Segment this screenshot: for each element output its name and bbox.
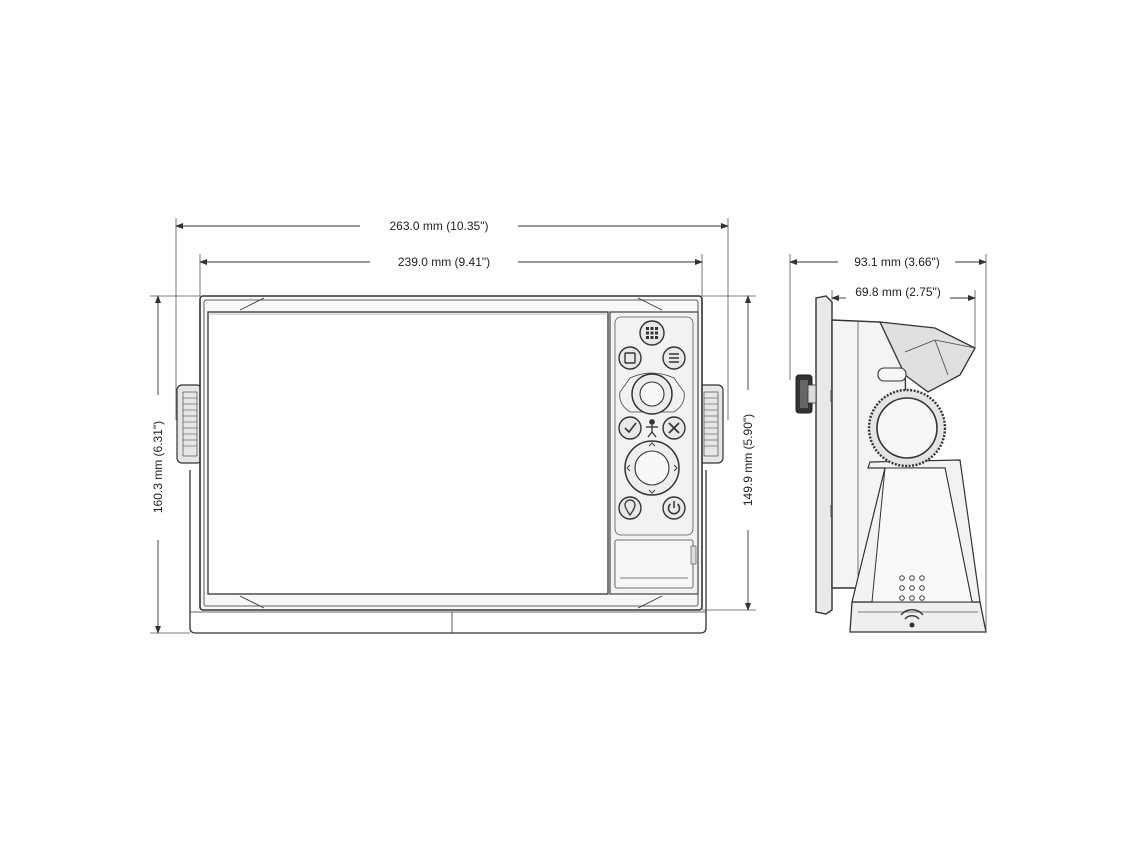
bracket-base: [189, 470, 707, 634]
menu-button[interactable]: [662, 346, 686, 370]
dim-overall-height: 160.3 mm (6.31"): [151, 295, 165, 634]
pages-button[interactable]: [618, 346, 642, 370]
front-view: [176, 295, 724, 634]
pages-icon: [624, 352, 636, 364]
side-connector: [795, 374, 817, 414]
dim-bezel-width-label: 239.0 mm (9.41"): [398, 255, 490, 269]
close-icon: [668, 422, 680, 434]
card-slot-cover: [614, 539, 694, 589]
left-bracket-knob: [176, 384, 203, 464]
right-bracket-knob: [697, 384, 724, 464]
mob-button[interactable]: [646, 419, 658, 438]
side-latch: [877, 367, 907, 382]
dim-bezel-height-label: 149.9 mm (5.90"): [741, 414, 755, 506]
menu-icon: [669, 353, 679, 363]
display-screen: [207, 311, 609, 595]
dim-overall-height-label: 160.3 mm (6.31"): [151, 421, 165, 513]
mob-icon: [646, 419, 658, 438]
directional-keypad[interactable]: [624, 440, 680, 496]
dim-body-depth: 69.8 mm (2.75"): [831, 285, 976, 301]
dim-bezel-height: 149.9 mm (5.90"): [741, 295, 755, 611]
dim-overall-depth-label: 93.1 mm (3.66"): [854, 255, 940, 269]
side-view: [795, 295, 987, 633]
check-button[interactable]: [618, 416, 642, 440]
power-button[interactable]: [662, 496, 686, 520]
waypoint-button[interactable]: [618, 496, 642, 520]
dim-bezel-width: 239.0 mm (9.41"): [199, 255, 703, 269]
dim-overall-width: 263.0 mm (10.35"): [175, 219, 729, 233]
check-icon: [624, 422, 637, 434]
apps-button[interactable]: [639, 320, 665, 346]
side-bezel-plate: [815, 295, 833, 615]
apps-grid-icon: [646, 327, 658, 339]
speaker-grille: [899, 575, 925, 601]
dim-overall-depth: 93.1 mm (3.66"): [789, 255, 987, 269]
power-icon: [667, 501, 681, 515]
dim-overall-width-label: 263.0 mm (10.35"): [390, 219, 489, 233]
side-bracket-knob: [867, 388, 947, 468]
wireless-icon: [900, 609, 924, 628]
close-button[interactable]: [662, 416, 686, 440]
rotary-knob[interactable]: [619, 372, 685, 415]
dim-body-depth-label: 69.8 mm (2.75"): [855, 285, 941, 299]
waypoint-icon: [624, 499, 636, 517]
